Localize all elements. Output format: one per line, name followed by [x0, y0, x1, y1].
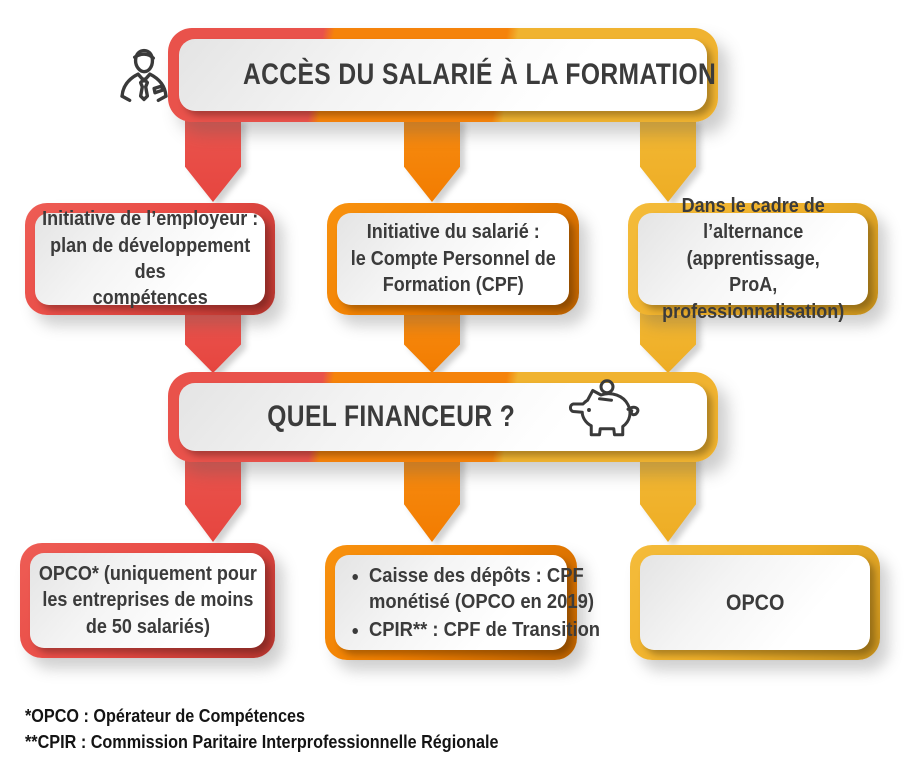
piggy-bank-icon	[569, 379, 640, 437]
box-line: OPCO* (uniquement pour	[38, 562, 257, 585]
financeur-banner: QUEL FINANCEUR ?	[168, 372, 718, 462]
header-banner: ACCÈS DU SALARIÉ À LA FORMATION	[120, 28, 718, 122]
list-line: monétisé (OPCO en 2019)	[369, 590, 594, 613]
box-line: le Compte Personnel de	[350, 247, 556, 270]
arrow-down-icon	[185, 452, 241, 542]
box-line: Initiative du salarié :	[366, 221, 540, 244]
list-item: Caisse des dépôts : CPF monétisé (OPCO e…	[369, 563, 608, 615]
box-line: Initiative de l’employeur :	[41, 208, 259, 231]
arrow-down-icon	[185, 305, 241, 373]
box-line: OPCO	[725, 589, 785, 615]
box-line: compétences	[92, 287, 208, 310]
flow-arrow-orange-3	[404, 452, 460, 542]
arrow-down-icon	[640, 118, 696, 202]
footnote-cpir: **CPIR : Commission Paritaire Interprofe…	[25, 731, 499, 752]
flow-arrow-yellow-1	[640, 118, 696, 202]
box-alternance: Dans le cadre de l’alternance (apprentis…	[628, 195, 878, 323]
box-cpf-funders: Caisse des dépôts : CPF monétisé (OPCO e…	[325, 545, 600, 660]
arrow-down-icon	[640, 452, 696, 542]
flow-arrow-orange-1	[404, 118, 460, 202]
footnote-opco: *OPCO : Opérateur de Compétences	[25, 706, 305, 726]
arrow-down-icon	[185, 118, 241, 202]
page-title: ACCÈS DU SALARIÉ À LA FORMATION	[243, 58, 717, 91]
box-opco-small-companies: OPCO* (uniquement pour les entreprises d…	[20, 543, 275, 658]
flow-arrow-red-1	[185, 118, 241, 202]
footnotes: *OPCO : Opérateur de Compétences **CPIR …	[25, 704, 499, 755]
box-employee-initiative: Initiative du salarié : le Compte Person…	[327, 203, 579, 315]
box-opco: OPCO	[630, 545, 880, 660]
financeur-title: QUEL FINANCEUR ?	[266, 400, 515, 433]
box-line: Formation (CPF)	[382, 274, 524, 297]
box-line: l’alternance (apprentissage,	[686, 221, 820, 270]
box-line: plan de développement des	[49, 234, 251, 283]
box-line: ProA, professionnalisation)	[661, 274, 845, 323]
flow-arrow-red-2	[185, 305, 241, 373]
box-line: les entreprises de moins	[41, 589, 254, 612]
flow-arrow-red-3	[185, 452, 241, 542]
list-line: Caisse des dépôts : CPF	[369, 564, 584, 587]
arrow-down-icon	[404, 305, 460, 373]
box-line: Dans le cadre de	[681, 195, 825, 218]
flow-arrow-yellow-2	[640, 305, 696, 373]
box-employer-initiative: Initiative de l’employeur : plan de déve…	[25, 203, 275, 315]
flow-arrow-yellow-3	[640, 452, 696, 542]
businessman-icon	[120, 48, 169, 102]
list-item: CPIR** : CPF de Transition	[369, 617, 608, 643]
arrow-down-icon	[404, 452, 460, 542]
flow-arrow-orange-2	[404, 305, 460, 373]
funders-list: Caisse des dépôts : CPF monétisé (OPCO e…	[369, 561, 608, 645]
box-line: de 50 salariés)	[85, 615, 210, 638]
list-line: CPIR** : CPF de Transition	[369, 618, 601, 641]
arrow-down-icon	[404, 118, 460, 202]
